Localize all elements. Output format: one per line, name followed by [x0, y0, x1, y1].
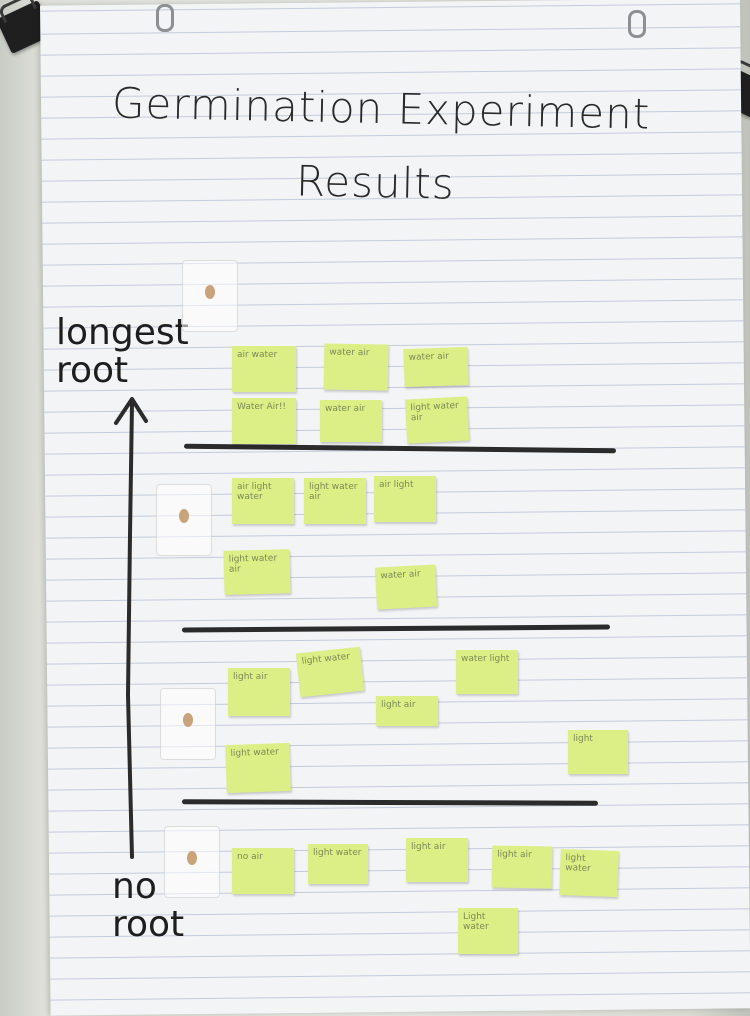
- note-text: light water air: [410, 400, 460, 424]
- sticky-note: light air: [491, 845, 553, 889]
- sticky-note: light water air: [404, 396, 470, 444]
- note-text: light: [573, 734, 593, 744]
- seed-icon: [187, 851, 197, 865]
- sticky-note: light water air: [304, 478, 366, 524]
- note-text: water air: [380, 569, 421, 582]
- note-text: light air: [411, 842, 446, 852]
- sticky-note: light water: [559, 849, 619, 897]
- sticky-note: light air: [406, 838, 468, 882]
- seed-icon: [205, 285, 215, 299]
- sticky-note: light water: [308, 844, 368, 884]
- binder-ring-left: [156, 4, 174, 32]
- note-text: Light water: [463, 912, 489, 932]
- sticky-note: light water: [295, 646, 365, 698]
- note-text: light air: [497, 849, 532, 861]
- axis-label-bottom: no root: [112, 866, 185, 945]
- note-text: light air: [233, 672, 268, 682]
- note-text: light water: [564, 853, 591, 875]
- tape-with-seed-3: [160, 688, 216, 760]
- up-arrow-icon: [114, 397, 148, 859]
- note-text: light water: [313, 848, 362, 858]
- sticky-note: water air: [403, 346, 469, 388]
- tape-with-seed-1: [182, 260, 238, 332]
- sticky-note: water light: [456, 650, 518, 694]
- note-text: air light: [379, 480, 414, 490]
- sticky-note: light: [568, 730, 628, 774]
- tape-with-seed-2: [156, 484, 212, 556]
- note-text: water air: [325, 404, 366, 414]
- chart-title-line2: Results: [295, 156, 456, 209]
- note-text: air water: [237, 350, 278, 360]
- note-text: air light water: [237, 482, 272, 502]
- sticky-note: Light water: [458, 908, 518, 954]
- sticky-note: water air: [323, 343, 389, 391]
- note-text: water light: [461, 654, 510, 664]
- sticky-note: Water Air!!: [232, 398, 296, 444]
- sticky-note: light air: [376, 696, 438, 726]
- sticky-note: air light water: [232, 478, 294, 524]
- sticky-note: air light: [374, 476, 436, 522]
- tape-with-seed-4: [164, 826, 220, 898]
- note-text: light water: [301, 651, 351, 667]
- sticky-note: light water: [225, 742, 291, 794]
- sticky-note: water air: [320, 400, 382, 442]
- sticky-note: water air: [374, 564, 438, 610]
- note-text: light water air: [228, 553, 278, 575]
- seed-icon: [183, 713, 193, 727]
- note-text: light air: [381, 700, 416, 710]
- note-text: light water: [230, 747, 280, 759]
- note-text: no air: [237, 852, 263, 862]
- note-text: water air: [408, 351, 450, 363]
- sticky-note: air water: [232, 346, 296, 392]
- binder-ring-right: [628, 10, 646, 38]
- sticky-note: light air: [228, 668, 290, 716]
- note-text: Water Air!!: [237, 402, 287, 412]
- seed-icon: [179, 509, 189, 523]
- note-text: light water air: [309, 482, 358, 502]
- axis-label-top: longest root: [56, 312, 189, 391]
- note-text: water air: [329, 347, 370, 359]
- sticky-note: no air: [232, 848, 294, 894]
- sticky-note: light water air: [223, 549, 291, 595]
